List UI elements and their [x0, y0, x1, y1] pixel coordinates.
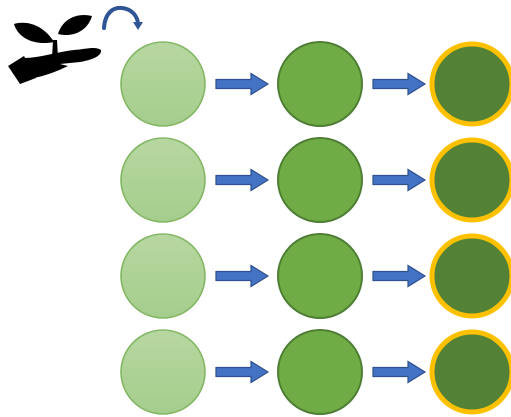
hand-holding-seedling-icon — [8, 14, 102, 84]
arrow-right-icon-row4-1 — [215, 360, 270, 384]
arrow-right-icon-row2-2 — [372, 168, 427, 192]
arrow-right-icon-row4-2 — [372, 360, 427, 384]
dark-green-circle-row4 — [429, 329, 511, 415]
light-green-circle-row1 — [120, 41, 206, 127]
dark-green-circle-row3 — [429, 233, 511, 319]
arrow-right-icon-row2-1 — [215, 168, 270, 192]
arrow-right-icon-row3-1 — [215, 264, 270, 288]
medium-green-circle-row2 — [277, 137, 363, 223]
light-green-circle-row4 — [120, 329, 206, 415]
light-green-circle-row3 — [120, 233, 206, 319]
dark-green-circle-row2 — [429, 137, 511, 223]
dark-green-circle-row1 — [429, 41, 511, 127]
medium-green-circle-row4 — [277, 329, 363, 415]
arrow-right-icon-row1-1 — [215, 72, 270, 96]
light-green-circle-row2 — [120, 137, 206, 223]
arrow-right-icon-row1-2 — [372, 72, 427, 96]
curved-arrow-icon — [102, 5, 143, 30]
medium-green-circle-row1 — [277, 41, 363, 127]
medium-green-circle-row3 — [277, 233, 363, 319]
arrow-right-icon-row3-2 — [372, 264, 427, 288]
